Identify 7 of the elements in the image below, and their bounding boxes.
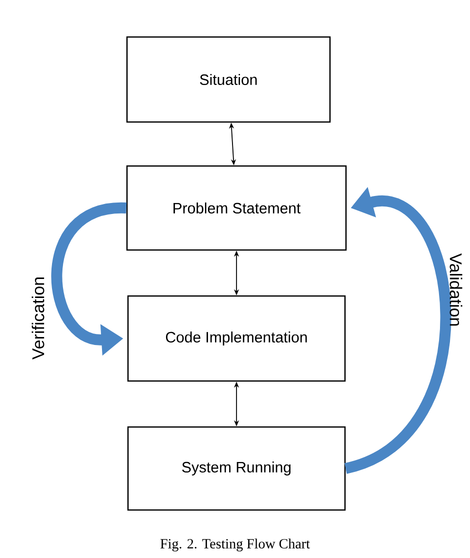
- process-box: System Running: [127, 426, 346, 511]
- process-box: Code Implementation: [127, 295, 346, 382]
- edge-label: Verification: [32, 278, 44, 360]
- process-box: Problem Statement: [126, 165, 347, 251]
- edge-label: Validation: [450, 253, 462, 326]
- process-box: Situation: [126, 36, 331, 123]
- caption: Fig. 2. Testing Flow Chart: [160, 538, 310, 552]
